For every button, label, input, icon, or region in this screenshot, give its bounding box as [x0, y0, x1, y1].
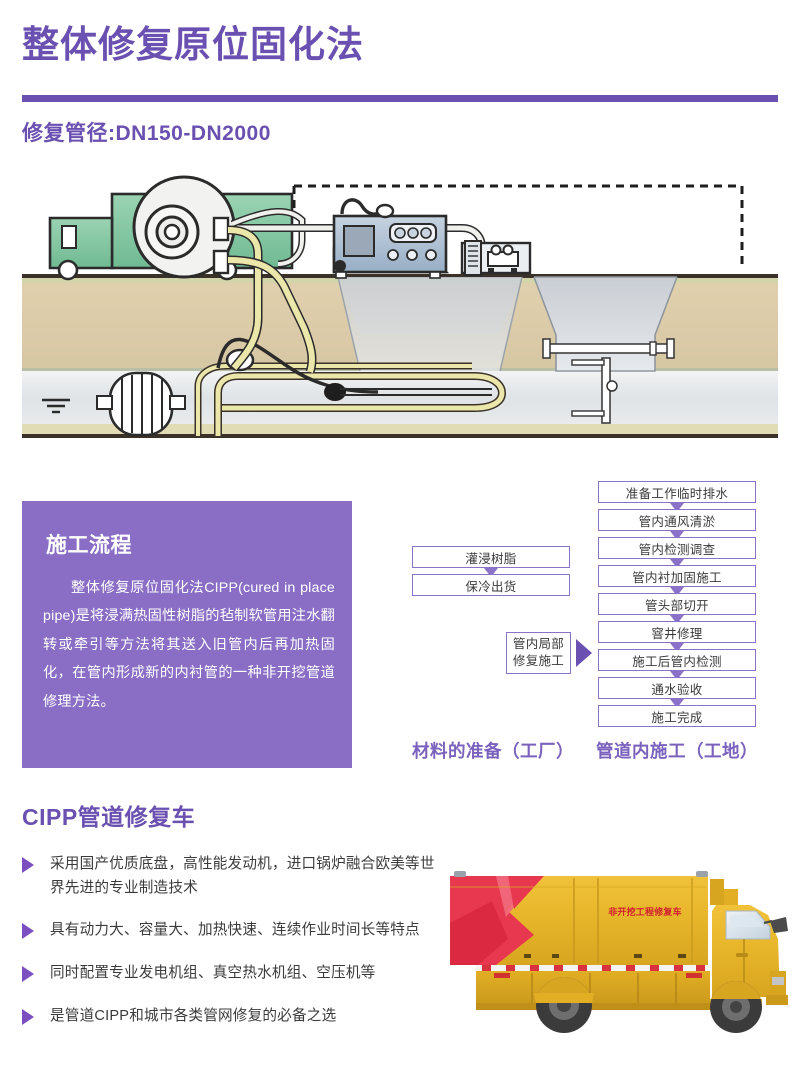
arrow-bullet-icon [22, 857, 34, 873]
flow-right-step-1[interactable]: 管内通风清淤 [598, 509, 756, 531]
process-description-panel: 施工流程 整体修复原位固化法CIPP(cured in place pipe)是… [22, 501, 352, 768]
flow-right-step-2[interactable]: 管内检测调查 [598, 537, 756, 559]
flow-transfer-arrow-icon [576, 639, 592, 667]
flow-right-arrow-6 [670, 671, 684, 680]
svg-text:非开挖工程修复车: 非开挖工程修复车 [608, 906, 682, 917]
flow-right-step-7[interactable]: 通水验收 [598, 677, 756, 699]
flow-transfer-line2: 修复施工 [512, 654, 565, 668]
list-item-text: 具有动力大、容量大、加热快速、连续作业时间长等特点 [50, 922, 420, 939]
arrow-bullet-icon [22, 965, 34, 982]
list-item-text: 是管道CIPP和城市各类管网修复的必备之选 [50, 1007, 337, 1024]
flow-right-step-3[interactable]: 管内衬加固施工 [598, 565, 756, 587]
flow-right-step-6[interactable]: 施工后管内检测 [598, 649, 756, 671]
flow-left-step-1[interactable]: 保冷出货 [412, 574, 570, 596]
arrow-bullet-icon [22, 1008, 34, 1025]
list-item: 是管道CIPP和城市各类管网修复的必备之选 [22, 1005, 442, 1029]
flow-left-arrow-0 [484, 568, 498, 577]
flow-right-column-label: 管道内施工（工地） [596, 741, 758, 761]
section-title-cipp-truck: CIPP管道修复车 [22, 804, 196, 830]
flow-right-step-4[interactable]: 管头部切开 [598, 593, 756, 615]
list-item: 具有动力大、容量大、加热快速、连续作业时间长等特点 [22, 919, 442, 943]
list-item: 采用国产优质底盘，高性能发动机，进口锅炉融合欧美等世界先进的专业制造技术 [22, 853, 442, 900]
list-item: 同时配置专业发电机组、真空热水机组、空压机等 [22, 962, 442, 986]
flow-right-arrow-5 [670, 643, 684, 652]
page-title: 整体修复原位固化法 [22, 24, 364, 65]
flow-right-step-0[interactable]: 准备工作临时排水 [598, 481, 756, 503]
panel-heading: 施工流程 [46, 534, 132, 557]
pipe-diameter-subtitle: 修复管径:DN150-DN2000 [22, 122, 271, 145]
flow-right-arrow-2 [670, 559, 684, 568]
title-divider [22, 95, 778, 102]
flow-left-column-label: 材料的准备（工厂） [412, 741, 574, 761]
flow-left-step-0[interactable]: 灌浸树脂 [412, 546, 570, 568]
flow-transfer-line1: 管内局部 [512, 637, 565, 652]
flow-right-arrow-4 [670, 615, 684, 624]
list-item-text: 同时配置专业发电机组、真空热水机组、空压机等 [50, 964, 376, 981]
list-item-text: 采用国产优质底盘，高性能发动机，进口锅炉融合欧美等世界先进的专业制造技术 [50, 856, 435, 896]
flow-transfer-box[interactable]: 管内局部 修复施工 [506, 632, 571, 674]
panel-body-text: 整体修复原位固化法CIPP(cured in place pipe)是将浸满热固… [43, 580, 350, 710]
arrow-bullet-icon [22, 923, 34, 940]
flow-right-arrow-3 [670, 587, 684, 596]
flow-right-step-8[interactable]: 施工完成 [598, 705, 756, 727]
truck-feature-list: 采用国产优质底盘，高性能发动机，进口锅炉融合欧美等世界先进的专业制造技术 具有动… [22, 853, 442, 1047]
cipp-process-illustration [22, 175, 778, 438]
flow-right-arrow-1 [670, 531, 684, 540]
flow-right-arrow-7 [670, 699, 684, 708]
cipp-repair-truck-photo: 非开挖工程修复车 [450, 871, 788, 1033]
flow-right-step-5[interactable]: 窨井修理 [598, 621, 756, 643]
flow-right-arrow-0 [670, 503, 684, 512]
